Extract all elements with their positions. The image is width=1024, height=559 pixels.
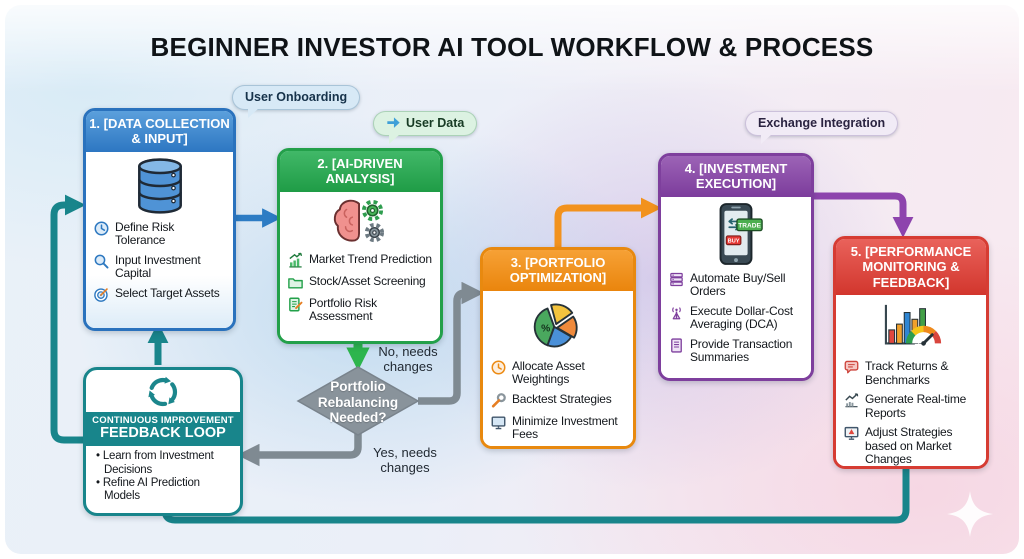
item-label: Backtest Strategies: [512, 391, 612, 406]
step-header: 3. [PORTFOLIO OPTIMIZATION]: [483, 250, 633, 291]
item-label: Input Investment Capital: [115, 252, 201, 281]
feedback-loop-banner: CONTINUOUS IMPROVEMENT FEEDBACK LOOP: [86, 412, 240, 447]
target-icon: [94, 288, 108, 302]
arrow-decision-yes-to-feedback: [237, 433, 362, 467]
step-box-ai-analysis: 2. [AI-DRIVEN ANALYSIS] Market Trend Pre…: [277, 148, 443, 344]
step-body: Track Returns & Benchmarks Generate Real…: [836, 294, 986, 467]
bubble-user-data: User Data: [373, 111, 478, 144]
item-label: Execute Dollar-Cost Averaging (DCA): [690, 303, 793, 332]
item-label: Minimize Investment Fees: [512, 413, 618, 442]
list-item: Automate Buy/Sell Orders: [668, 270, 804, 299]
bubble-tail: [389, 134, 400, 144]
item-label: Select Target Assets: [115, 285, 220, 300]
page-title: BEGINNER INVESTOR AI TOOL WORKFLOW & PRO…: [150, 32, 874, 62]
brain-gears-icon: [333, 199, 385, 242]
list-item: Adjust Strategies based on Market Change…: [843, 425, 979, 467]
feedback-loop-kicker: CONTINUOUS IMPROVEMENT: [92, 415, 234, 426]
item-label: Generate Real-time Reports: [865, 392, 967, 420]
list-item: Portfolio Risk Assessment: [287, 295, 433, 324]
wrench-icon: [491, 392, 506, 408]
clock-icon: [94, 221, 109, 236]
loop-line-step5-to-feedback: [161, 463, 910, 524]
bubble-user-onboarding-label: User Onboarding: [245, 90, 348, 104]
item-label: Provide Transaction Summaries: [690, 336, 793, 365]
loop-line-feedback-to-step1-left: [50, 194, 86, 444]
list-item: Define Risk Tolerance: [93, 219, 226, 248]
bubble-exchange-integration: Exchange Integration: [745, 111, 899, 144]
feedback-loop-list: Learn from Investment Decisions Refine A…: [92, 450, 236, 503]
list-item: Market Trend Prediction: [287, 251, 433, 269]
bubble-exchange-integration-label: Exchange Integration: [758, 116, 886, 130]
item-label: Allocate Asset Weightings: [512, 358, 585, 387]
step-header: 2. [AI-DRIVEN ANALYSIS]: [280, 151, 440, 192]
buy-button-label: BUY: [728, 238, 740, 244]
antenna-icon: [672, 307, 681, 320]
trend-chart-icon: [289, 252, 302, 268]
list-item: Learn from Investment Decisions: [103, 450, 234, 477]
step-body: % Allocate Asset Weightings Backtest Str…: [483, 290, 633, 446]
arrow-step3-to-step4: [554, 197, 662, 247]
bubble-tail: [761, 134, 772, 144]
database-icon: [137, 158, 182, 214]
bars-gauge-icon: [884, 304, 942, 346]
chat-icon: [844, 360, 859, 374]
item-label: Define Risk Tolerance: [115, 219, 175, 248]
decision-question: Portfolio Rebalancing Needed?: [317, 379, 399, 426]
list-item: Stock/Asset Screening: [287, 273, 433, 291]
canvas-background: BEGINNER INVESTOR AI TOOL WORKFLOW & PRO…: [5, 5, 1019, 554]
step-body: Define Risk Tolerance Input Investment C…: [86, 151, 233, 328]
receipt-icon: [671, 338, 682, 353]
list-item: Input Investment Capital: [93, 252, 226, 281]
item-label: Market Trend Prediction: [309, 251, 432, 266]
step-box-investment-execution: 4. [INVESTMENT EXECUTION] TRADE BUY Auto…: [658, 153, 814, 381]
item-label: Stock/Asset Screening: [309, 273, 426, 288]
list-item: Allocate Asset Weightings: [490, 358, 626, 387]
list-item: Track Returns & Benchmarks: [843, 358, 979, 387]
step-header: 1. [DATA COLLECTION & INPUT]: [86, 111, 233, 152]
decision-no-label: No, needs changes: [378, 344, 438, 374]
feedback-loop-title: FEEDBACK LOOP: [100, 425, 226, 442]
alert-monitor-icon: [844, 427, 859, 440]
list-item: Generate Real-time Reports: [843, 392, 979, 420]
pie-chart-icon: %: [533, 303, 578, 348]
servers-icon: [670, 272, 683, 286]
step-box-portfolio-optimization: 3. [PORTFOLIO OPTIMIZATION] % Allocate A…: [480, 247, 636, 449]
list-item: Minimize Investment Fees: [490, 413, 626, 442]
step-header: 5. [PERFORMANCE MONITORING & FEEDBACK]: [836, 239, 986, 295]
sparkle-icon: [947, 491, 993, 537]
list-item: Refine AI Prediction Models: [103, 477, 234, 504]
bubble-user-data-label: User Data: [406, 116, 465, 130]
magnifier-icon: [94, 254, 109, 269]
decision-yes-label: Yes, needs changes: [373, 445, 437, 475]
clock-icon: [491, 360, 506, 375]
step-box-data-collection: 1. [DATA COLLECTION & INPUT] Define Risk…: [83, 108, 236, 331]
risk-document-icon: [289, 297, 303, 312]
list-item: Execute Dollar-Cost Averaging (DCA): [668, 303, 804, 332]
list-item: Backtest Strategies: [490, 391, 626, 409]
item-label: Adjust Strategies based on Market Change…: [865, 425, 953, 467]
step-header: 4. [INVESTMENT EXECUTION]: [661, 156, 811, 197]
item-label: Automate Buy/Sell Orders: [690, 270, 786, 299]
report-chart-icon: [845, 393, 859, 408]
list-item: Select Target Assets: [93, 285, 226, 303]
pie-percent-label: %: [541, 323, 550, 334]
bubble-user-onboarding: User Onboarding: [232, 85, 361, 118]
arrow-decision-no-to-step3: [418, 281, 484, 405]
folder-icon: [288, 277, 303, 289]
bubble-tail: [248, 108, 259, 118]
decision-diamond: [296, 366, 420, 436]
item-label: Portfolio Risk Assessment: [309, 295, 377, 324]
feedback-loop-box: CONTINUOUS IMPROVEMENT FEEDBACK LOOP Lea…: [83, 367, 243, 516]
step-box-performance-monitoring: 5. [PERFORMANCE MONITORING & FEEDBACK] T: [833, 236, 989, 469]
step-body: Market Trend Prediction Stock/Asset Scre…: [280, 191, 440, 341]
list-item: Provide Transaction Summaries: [668, 336, 804, 365]
recycle-icon: [148, 376, 178, 407]
arrow-right-icon: [387, 116, 400, 128]
step-body: TRADE BUY Automate Buy/Sell Orders Execu…: [661, 196, 811, 378]
arrow-step4-to-step5: [808, 192, 914, 238]
item-label: Track Returns & Benchmarks: [865, 358, 949, 387]
trade-badge-label: TRADE: [738, 222, 761, 229]
trading-phone-icon: TRADE BUY: [719, 202, 763, 265]
monitor-icon: [491, 416, 506, 430]
